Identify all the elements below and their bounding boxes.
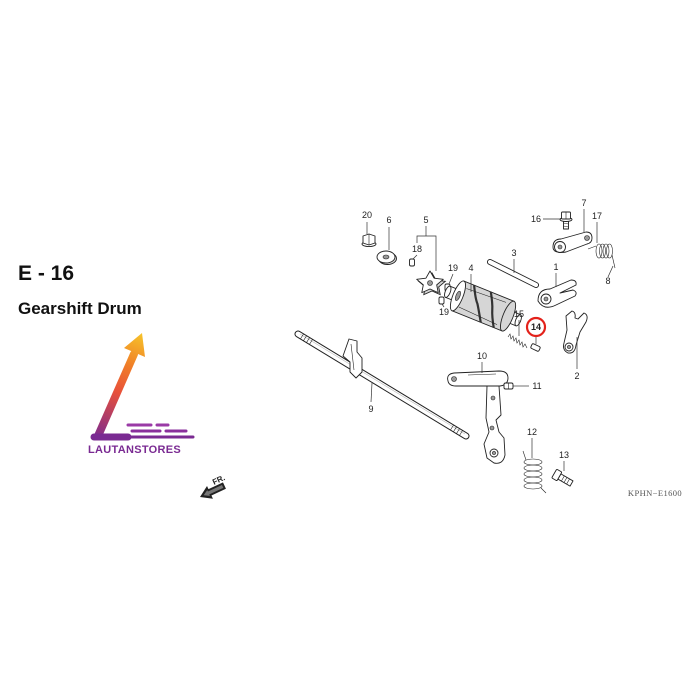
part-return-spring-bolt (551, 469, 574, 487)
part-label-15: 15 (514, 309, 524, 319)
part-shift-fork-lower (563, 310, 588, 354)
logo-text: LAUTANSTORES (88, 444, 181, 456)
part-label-6: 6 (386, 215, 391, 225)
part-label-10: 10 (477, 351, 487, 361)
diagram-code: E - 16 (18, 262, 75, 285)
part-shift-drum-center-plate (416, 270, 447, 296)
part-arm-pin (503, 382, 514, 390)
part-label-20: 20 (362, 210, 372, 220)
part-label-1: 1 (553, 262, 558, 272)
part-stopper-bolt (559, 211, 573, 230)
part-stopper-arm (552, 231, 593, 253)
part-pin-lower (438, 296, 445, 305)
part-label-2: 2 (574, 371, 579, 381)
part-small-spring (507, 333, 528, 349)
part-label-5: 5 (423, 215, 428, 225)
part-label-7: 7 (581, 198, 586, 208)
part-label-11: 11 (532, 381, 541, 391)
part-label-19-lower: 19 (439, 307, 449, 317)
part-label-17: 17 (592, 211, 602, 221)
front-direction-indicator: FR. (200, 473, 227, 499)
part-shift-drum (444, 280, 522, 332)
highlight-ring (525, 316, 547, 338)
part-shift-arm (447, 370, 509, 464)
part-label-14-highlighted: 14 (531, 322, 541, 332)
front-direction-arrow-icon (200, 482, 226, 499)
part-highlighted-pin (530, 343, 541, 352)
part-label-13: 13 (559, 450, 569, 460)
leader-lines (366, 209, 614, 471)
logo-arrow-icon (90, 333, 195, 441)
part-label-3: 3 (511, 248, 516, 258)
part-label-18: 18 (412, 244, 422, 254)
part-dowel-pin (409, 258, 415, 267)
front-direction-label: FR. (211, 473, 226, 487)
part-fork-shaft (487, 259, 539, 288)
part-stopper-spring (587, 243, 616, 269)
part-label-8: 8 (605, 276, 610, 286)
part-label-4: 4 (468, 263, 473, 273)
part-label-16: 16 (531, 214, 541, 224)
diagram-reference-code: KPHN−E1600 (628, 488, 682, 498)
part-drum-bolt (361, 233, 377, 248)
store-logo: LAUTANSTORES (88, 333, 195, 456)
part-label-12: 12 (527, 427, 537, 437)
part-washer (376, 250, 397, 265)
part-shift-fork-upper (537, 279, 577, 308)
part-label-9: 9 (368, 404, 373, 414)
part-return-spring (522, 450, 547, 494)
diagram-title: Gearshift Drum (18, 299, 142, 318)
part-number-labels: 20 6 5 18 19 4 3 16 7 17 1 8 19 15 14 2 … (362, 198, 611, 460)
part-shift-spindle (294, 330, 470, 440)
part-label-19-upper: 19 (448, 263, 458, 273)
